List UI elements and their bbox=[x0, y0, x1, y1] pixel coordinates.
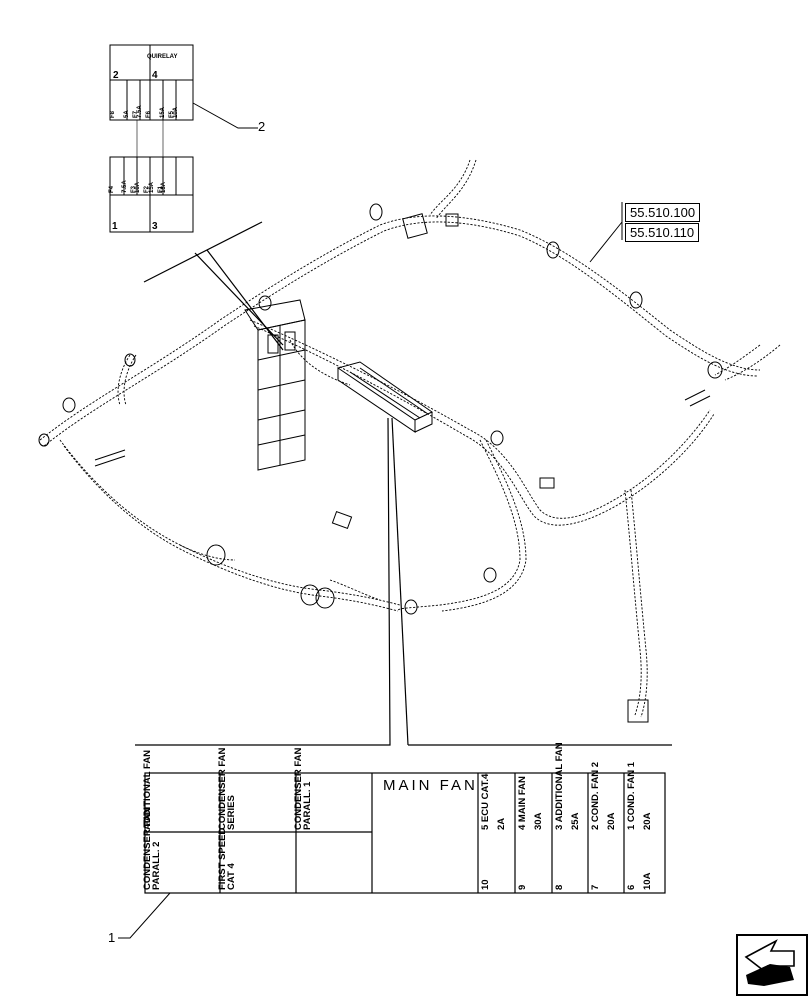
reference-55-510-100[interactable]: 55.510.100 bbox=[625, 203, 701, 222]
callout-2-leader bbox=[192, 102, 258, 129]
harness-clips bbox=[38, 203, 723, 723]
relay-number-3: 3 bbox=[152, 221, 158, 232]
fuse-position: 7 bbox=[590, 885, 601, 890]
fuse-name: 4 MAIN FAN bbox=[517, 776, 528, 830]
relay-table bbox=[144, 772, 666, 894]
relay-number-2: 2 bbox=[113, 70, 119, 81]
relay-label: ADDITIONAL FAN bbox=[142, 750, 153, 830]
next-page-arrow-icon[interactable] bbox=[736, 934, 808, 996]
small-fuse-box-upper bbox=[109, 44, 194, 121]
fuse-rating: 2A bbox=[496, 818, 507, 830]
fuse-position: 9 bbox=[517, 885, 528, 890]
fuse-rating: 20A bbox=[606, 812, 617, 830]
callout-1: 1 bbox=[108, 930, 116, 945]
relay-number-1: 1 bbox=[112, 221, 118, 232]
wiring-harness bbox=[39, 159, 781, 718]
small-fuse-connector-lines bbox=[136, 120, 164, 157]
fuse-rating: 20A bbox=[642, 812, 653, 830]
harness-fuse-box bbox=[336, 361, 433, 433]
fuse-cells: 5 ECU CAT.4 2A 10 4 MAIN FAN 30A 9 3 ADDITIONA… bbox=[480, 742, 653, 890]
upper-fuse-label: F8 bbox=[110, 110, 116, 118]
relay-label: CONDENSER FANPARALL. 1 bbox=[293, 748, 313, 830]
relay-label: CONDENSER FANSERIES bbox=[217, 748, 237, 830]
fuse-box-leader-lines bbox=[143, 221, 284, 351]
reference-leader bbox=[589, 202, 623, 263]
table-leader-lines bbox=[135, 417, 672, 746]
wire-end-connectors bbox=[94, 389, 711, 467]
relay-label: CONDENSER FANPARALL. 2 bbox=[142, 808, 162, 890]
main-fan-label: MAIN FAN bbox=[383, 777, 478, 794]
relay-block bbox=[244, 299, 306, 471]
upper-fuse-label: 10A bbox=[173, 106, 179, 118]
fuse-position: 10 bbox=[480, 879, 491, 890]
relay-header: QUIRELAY bbox=[147, 54, 177, 60]
fuse-name: 5 ECU CAT.4 bbox=[480, 773, 491, 830]
relay-number-4: 4 bbox=[152, 70, 158, 81]
fuse-position: 6 bbox=[626, 885, 637, 890]
fuse-name: 1 COND. FAN 1 bbox=[626, 761, 637, 830]
lower-fuse-label: F4 bbox=[109, 185, 115, 193]
relay-label: FIRST SPEEDCAT 4 bbox=[217, 828, 237, 890]
fuse-name: 3 ADDITIONAL FAN bbox=[554, 742, 565, 830]
callout-2: 2 bbox=[258, 119, 266, 134]
fuse-name: 2 COND. FAN 2 bbox=[590, 762, 601, 830]
fuse-rating: 30A bbox=[533, 812, 544, 830]
fuse-position-rating: 10A bbox=[642, 872, 653, 890]
reference-55-510-110[interactable]: 55.510.110 bbox=[625, 223, 700, 242]
fuse-position: 8 bbox=[554, 885, 565, 890]
callout-1-leader bbox=[118, 892, 171, 939]
small-fuse-box-lower bbox=[109, 156, 194, 233]
lower-fuse-label: 15A bbox=[161, 181, 167, 193]
fuse-rating: 25A bbox=[570, 812, 581, 830]
